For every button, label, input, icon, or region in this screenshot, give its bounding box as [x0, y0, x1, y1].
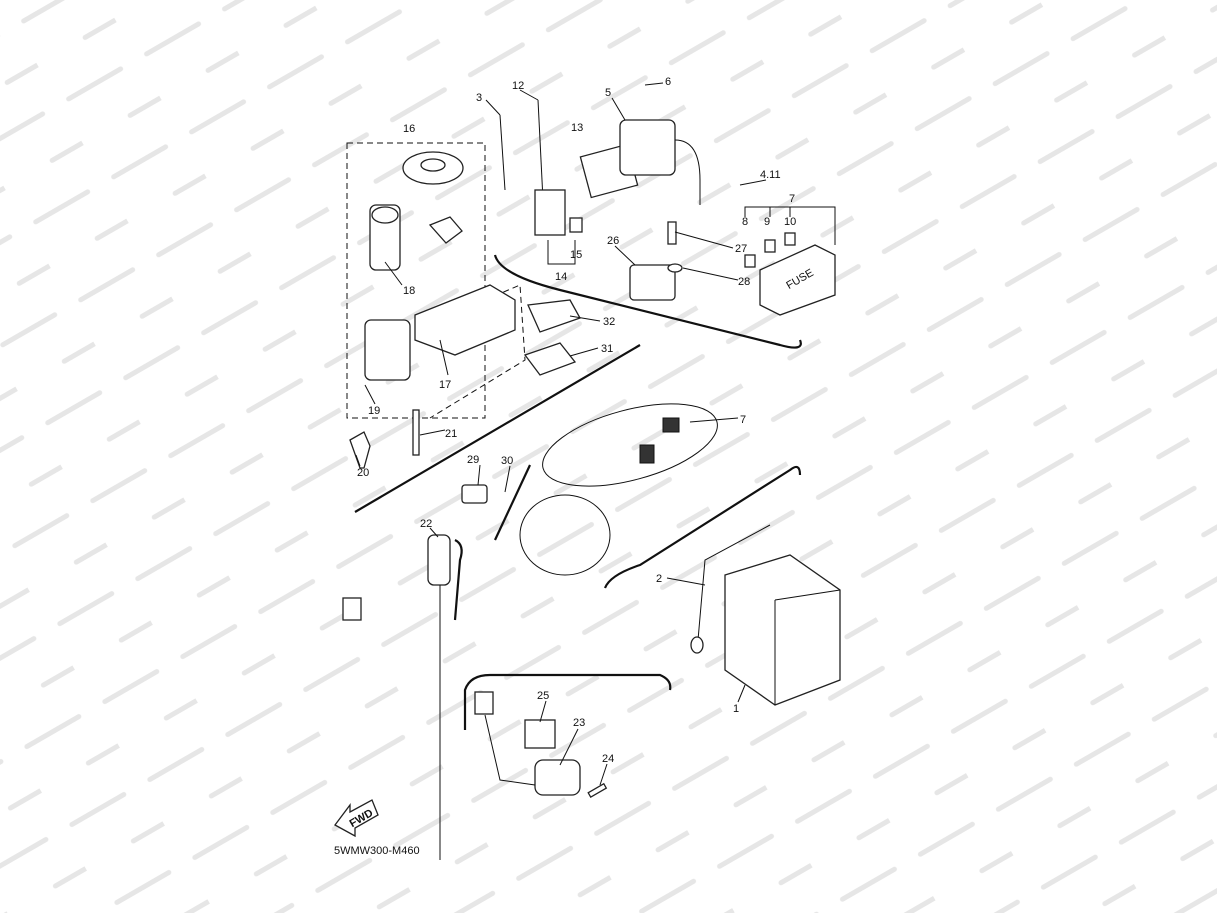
callout-10: 10	[784, 216, 796, 228]
callout-13: 13	[571, 122, 583, 134]
divider-right	[603, 465, 802, 589]
callout-28: 28	[738, 276, 750, 288]
washer-28	[667, 263, 683, 273]
callout-21: 21	[445, 428, 457, 440]
callout-26: 26	[607, 235, 619, 247]
divider-left	[354, 344, 641, 513]
divider-mid	[494, 464, 531, 541]
lead-2	[697, 524, 771, 641]
callout-5: 5	[605, 87, 611, 99]
callout-16: 16	[403, 123, 415, 135]
battery-1	[690, 524, 841, 706]
diagram-code: 5WMW300-M460	[334, 845, 420, 857]
callout-2: 2	[656, 573, 662, 585]
divider-22	[453, 539, 463, 621]
callout-25: 25	[537, 690, 549, 702]
callout-27: 27	[735, 243, 747, 255]
divider-bottom	[463, 673, 672, 730]
fuse-box-7: FUSE	[744, 232, 836, 316]
callout-22: 22	[420, 518, 432, 530]
callout-3: 3	[476, 92, 482, 104]
frame-overview	[519, 403, 718, 576]
callout-1: 1	[733, 703, 739, 715]
callout-18: 18	[403, 285, 415, 297]
callout-24: 24	[602, 753, 614, 765]
dashed-group-ext	[429, 284, 526, 419]
cover-31	[523, 342, 577, 376]
callout-12: 12	[512, 80, 524, 92]
callout-7-overview: 7	[740, 414, 746, 426]
leaders	[355, 82, 836, 786]
callout-19: 19	[368, 405, 380, 417]
sensor-26	[629, 264, 676, 301]
band-3	[499, 114, 506, 191]
bolt-21	[412, 409, 420, 456]
callout-6: 6	[665, 76, 671, 88]
main-switch-lock-16	[364, 151, 464, 381]
sensor-group-23	[474, 691, 608, 798]
key-20	[349, 431, 371, 469]
callout-14: 14	[555, 271, 567, 283]
callout-29: 29	[467, 454, 479, 466]
bolt-27	[667, 221, 677, 245]
callout-7: 7	[789, 193, 795, 205]
lead-22	[342, 534, 451, 860]
callout-30: 30	[501, 455, 513, 467]
ecu-17	[414, 284, 516, 356]
band-12	[537, 99, 544, 201]
callout-32: 32	[603, 316, 615, 328]
callout-17: 17	[439, 379, 451, 391]
callout-4-11: 4.11	[760, 169, 781, 181]
relay-5-lead	[674, 139, 701, 205]
callout-9: 9	[764, 216, 770, 228]
relay-5	[619, 119, 676, 176]
callout-31: 31	[601, 343, 613, 355]
fuse-15	[569, 217, 583, 233]
coupler-14	[534, 189, 566, 236]
callout-23: 23	[573, 717, 585, 729]
callout-15: 15	[570, 249, 582, 261]
sensor-29	[461, 484, 488, 504]
divider-top	[493, 254, 802, 349]
callout-20: 20	[357, 467, 369, 479]
callout-8: 8	[742, 216, 748, 228]
